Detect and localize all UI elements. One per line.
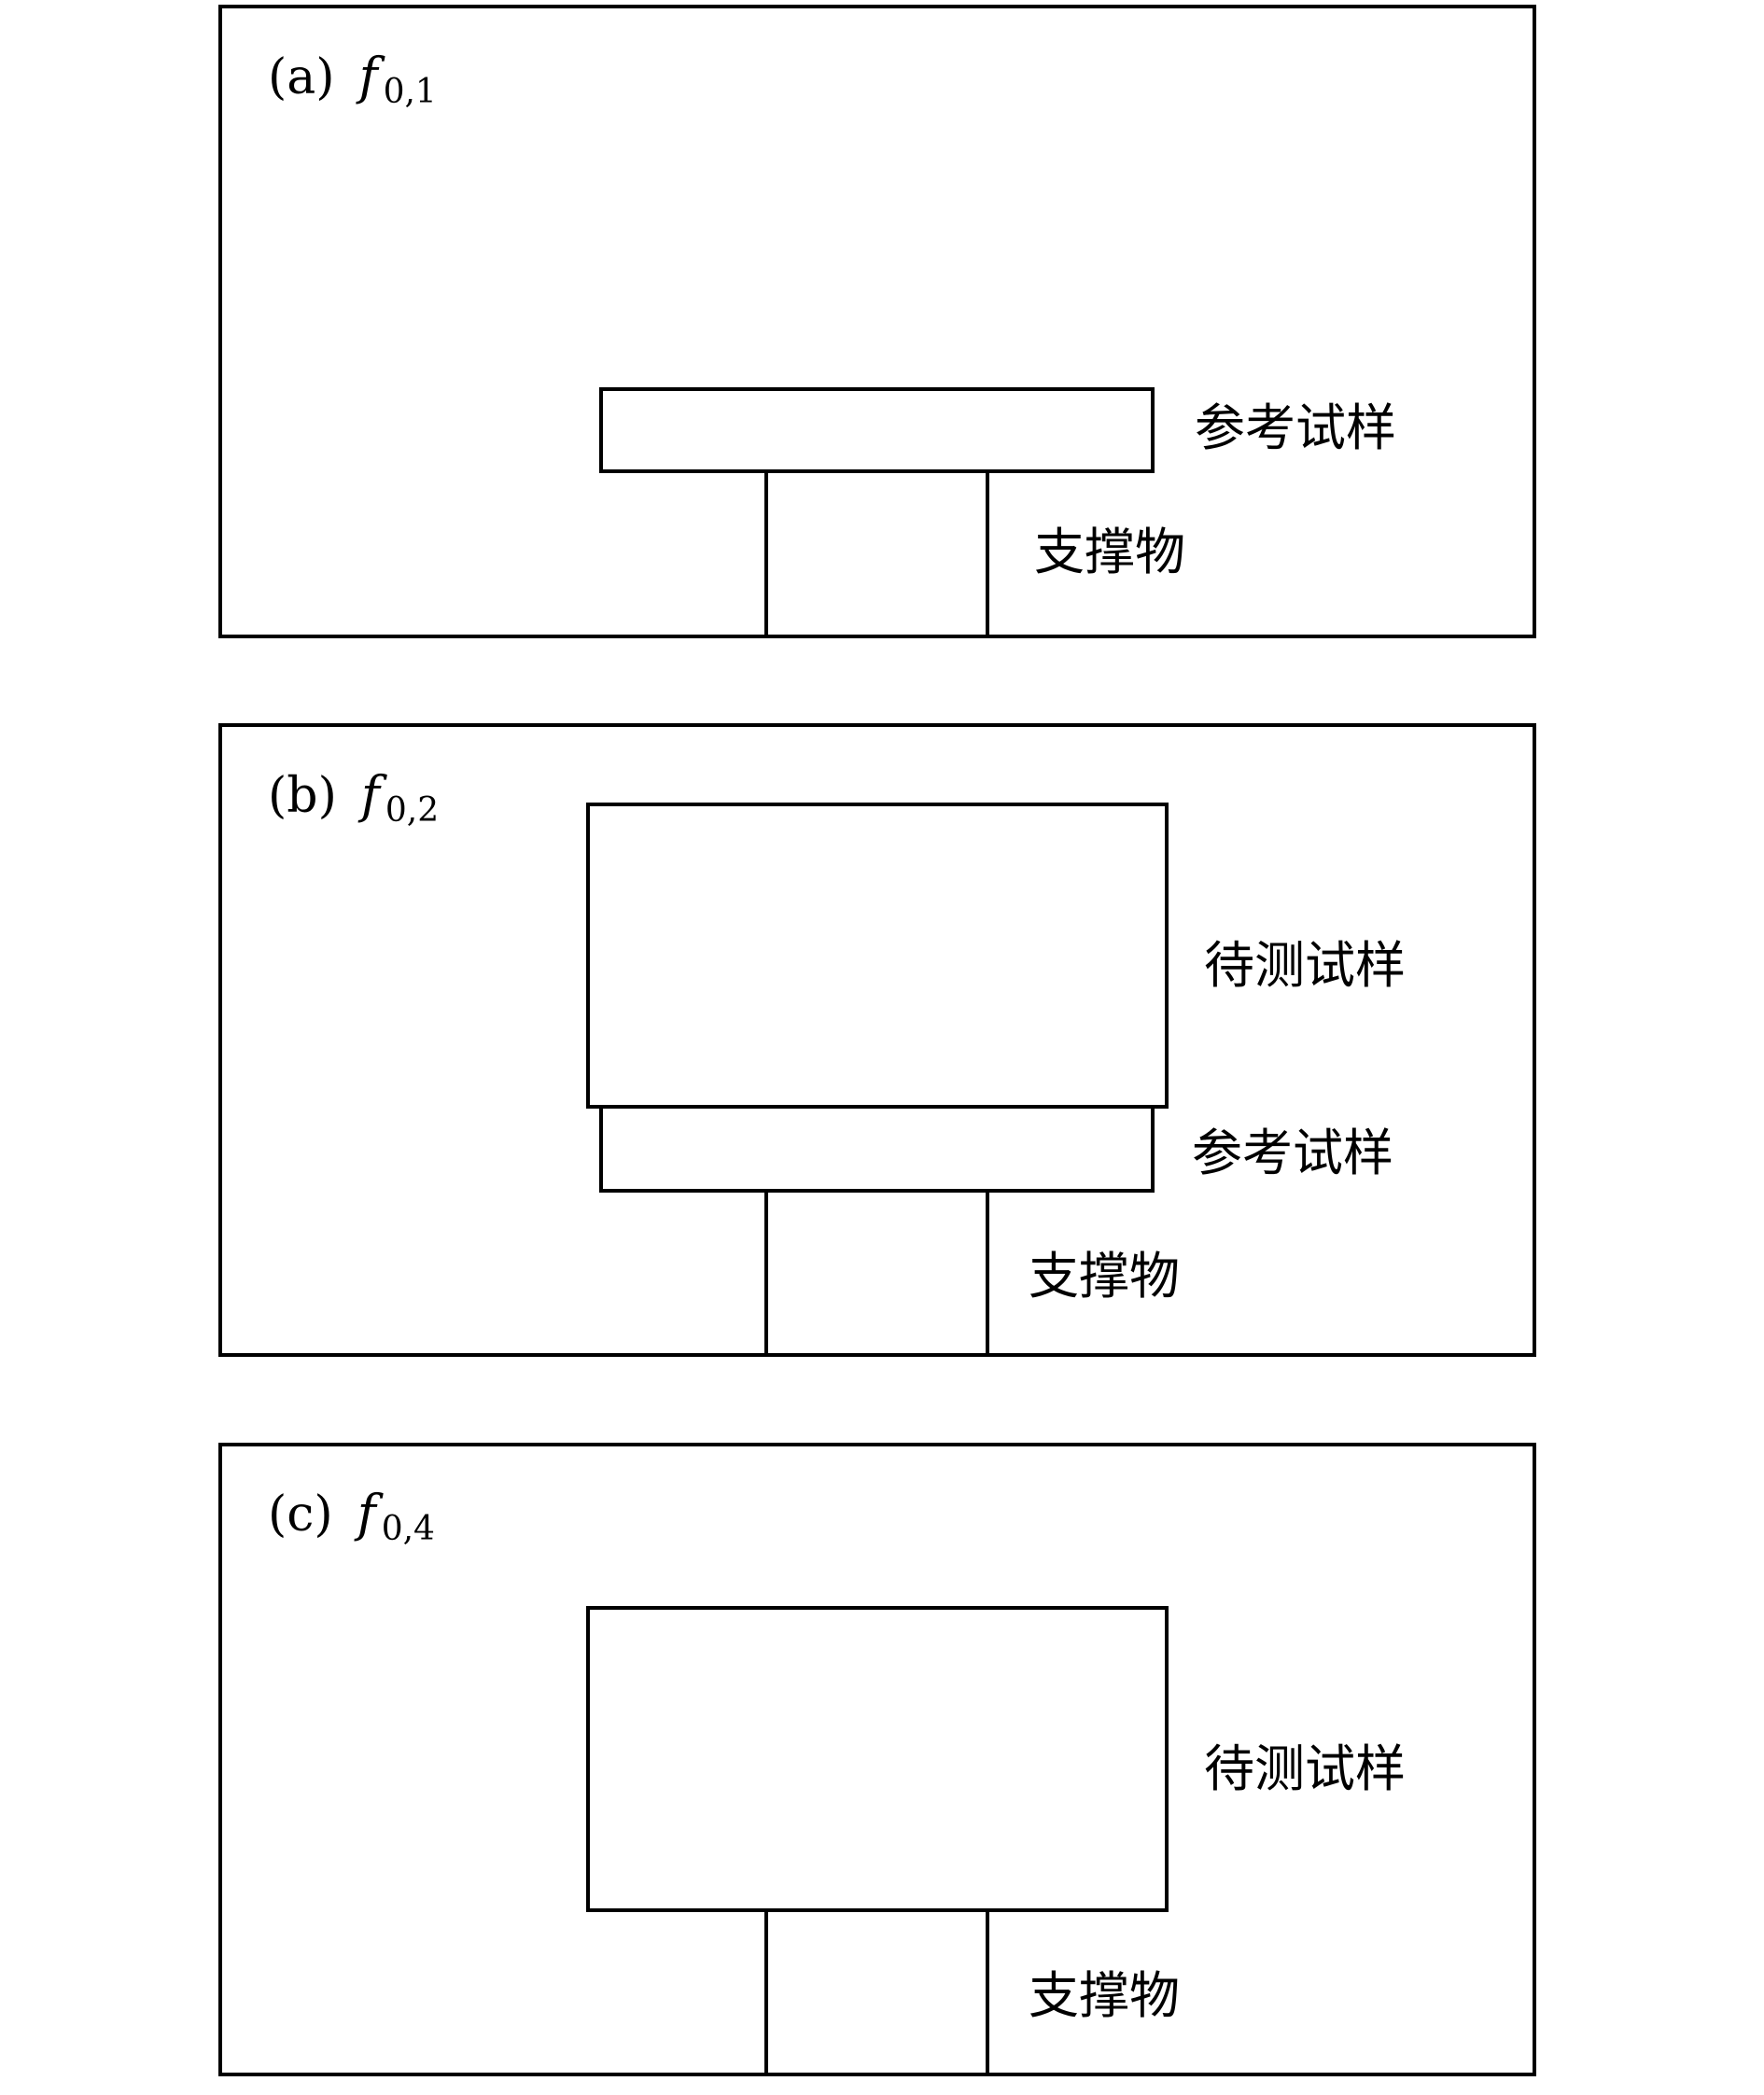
- panel-b-tag: (b): [268, 768, 337, 824]
- panel-c-tag: (c): [268, 1487, 333, 1543]
- test-sample-label: 待测试样: [1204, 1739, 1406, 1798]
- panel-b-subscript: 0,2: [385, 791, 439, 830]
- reference-sample-label: 参考试样: [1195, 398, 1396, 457]
- reference-sample-block: [599, 1105, 1155, 1193]
- panel-c-caption: (c) f 0,4: [268, 1484, 435, 1548]
- support-block: [764, 1908, 989, 2076]
- panel-c: (c) f 0,4 待测试样 支撑物: [218, 1443, 1536, 2076]
- panel-c-subscript: 0,4: [382, 1510, 435, 1548]
- panel-b: (b) f 0,2 待测试样 参考试样 支撑物: [218, 723, 1536, 1357]
- test-sample-label: 待测试样: [1204, 936, 1406, 995]
- support-block: [764, 1189, 989, 1357]
- panel-a-subscript: 0,1: [384, 73, 437, 111]
- panel-a-tag: (a): [268, 49, 335, 105]
- support-label: 支撑物: [1029, 1247, 1180, 1306]
- panel-c-symbol: f: [354, 1484, 384, 1543]
- panel-a-caption: (a) f 0,1: [268, 47, 437, 111]
- support-block: [764, 469, 989, 638]
- reference-sample-label: 参考试样: [1192, 1124, 1393, 1182]
- test-sample-block: [586, 803, 1169, 1109]
- panel-b-caption: (b) f 0,2: [268, 765, 439, 830]
- panel-b-symbol: f: [357, 765, 387, 824]
- panel-a-symbol: f: [356, 47, 385, 105]
- reference-sample-block: [599, 387, 1155, 473]
- support-label: 支撑物: [1029, 1966, 1180, 2025]
- test-sample-block: [586, 1606, 1169, 1912]
- panel-a: (a) f 0,1 参考试样 支撑物: [218, 5, 1536, 638]
- support-label: 支撑物: [1034, 523, 1185, 581]
